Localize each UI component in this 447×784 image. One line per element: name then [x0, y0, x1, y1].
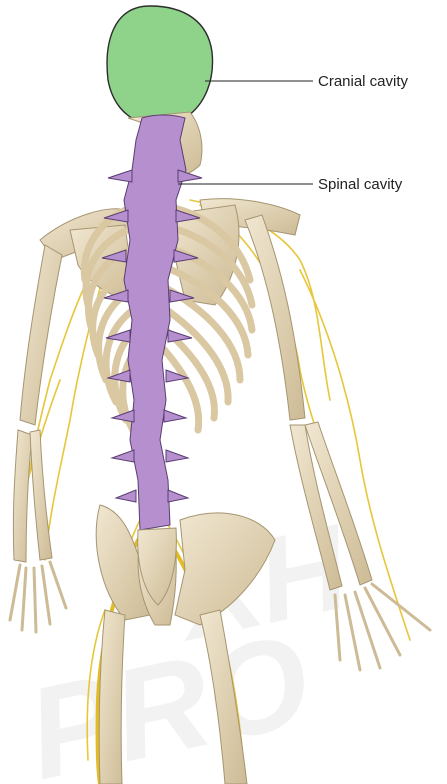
spinal-cavity-label: Spinal cavity [318, 176, 402, 193]
cranial-cavity [107, 6, 212, 122]
svg-text:PRO: PRO [15, 606, 321, 784]
cranial-cavity-label: Cranial cavity [318, 73, 408, 90]
